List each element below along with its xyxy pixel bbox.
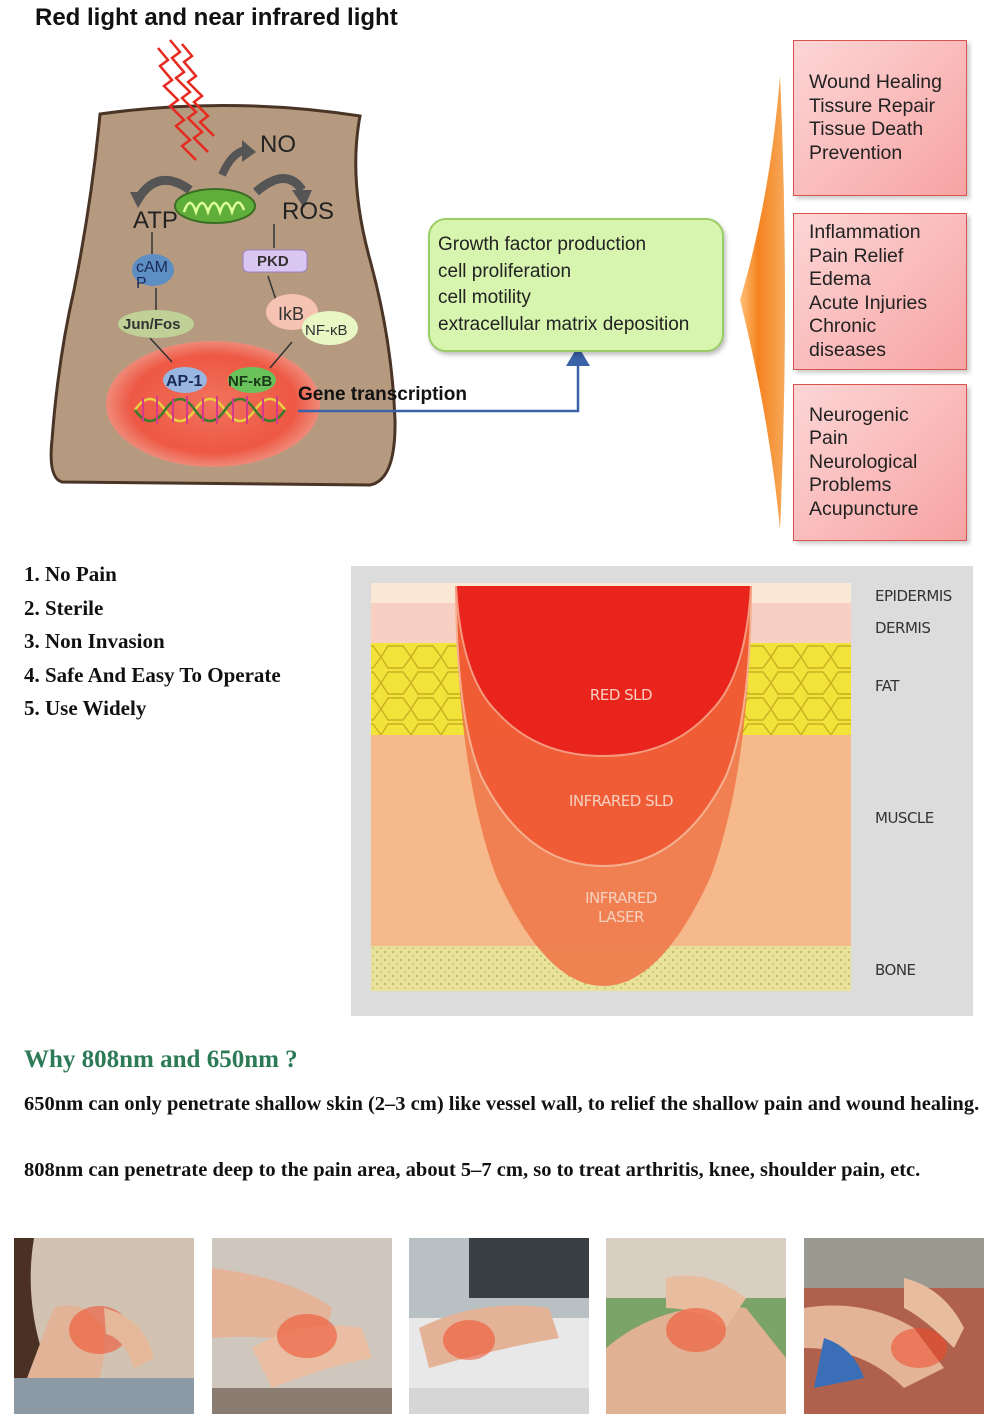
effect-line: Chronic — [809, 315, 877, 337]
effect-line: Prevention — [809, 141, 903, 164]
nfkb-label: NF-κB — [305, 322, 348, 339]
feature-item: 5. Use Widely — [24, 696, 147, 720]
red-sld-beam — [456, 586, 751, 756]
effect-line: diseases — [809, 338, 886, 361]
knee-pain-photo — [606, 1238, 786, 1414]
effect-line: Problems — [809, 474, 892, 497]
camp-node — [132, 254, 174, 286]
ankle-pain-photo — [804, 1238, 984, 1414]
junfos-label: Jun/Fos — [123, 316, 181, 333]
dna-helix-icon — [133, 396, 287, 424]
growth-line: extracellular matrix deposition — [438, 313, 690, 335]
why-heading: Why 808nm and 650nm ? — [24, 1046, 298, 1073]
mitochondrion-icon — [174, 188, 256, 224]
nfkb2-label: NF-κB — [228, 373, 272, 390]
atp-label: ATP — [133, 207, 178, 234]
paragraph-650nm: 650nm can only penetrate shallow skin (2… — [24, 1093, 980, 1115]
pkd-node — [242, 249, 308, 273]
dermis-label: DERMIS — [875, 619, 931, 637]
epidermis-label: EPIDERMIS — [875, 587, 952, 605]
growth-line: Growth factor production — [438, 234, 647, 255]
ap1-node — [163, 367, 207, 393]
effect-line: Pain Relief — [809, 244, 904, 267]
paragraph-808nm: 808nm can penetrate deep to the pain are… — [24, 1159, 921, 1181]
effects-wedge — [740, 76, 785, 530]
gene-connector-arrow — [298, 360, 580, 413]
effect-box-wound: Wound Healing Tissure Repair Tissue Deat… — [793, 40, 967, 196]
effect-line: Edema — [809, 268, 871, 290]
gene-transcription-label: Gene transcription — [298, 384, 467, 405]
neck-pain-photo — [14, 1238, 194, 1414]
effect-line: Neurological — [809, 450, 918, 473]
ros-label: ROS — [282, 198, 334, 225]
infrared-sld-label: INFRARED SLD — [569, 792, 674, 810]
arrow-to-atp — [136, 175, 193, 199]
effect-box-inflammation: Inflammation Pain Relief Edema Acute Inj… — [793, 213, 967, 370]
effect-line: Wound Healing — [809, 71, 942, 93]
effect-line: Tissue Death — [809, 118, 924, 140]
infrared-laser-label: INFRARED — [585, 889, 657, 907]
nucleus — [106, 341, 320, 467]
effect-line: Pain — [809, 427, 849, 450]
effect-box-neurogenic: Neurogenic Pain Neurological Problems Ac… — [793, 384, 967, 541]
pkd-label: PKD — [257, 253, 289, 270]
nfkb-node — [302, 311, 358, 345]
infrared-laser-label: LASER — [598, 908, 644, 926]
arrow-to-ros — [253, 174, 306, 196]
muscle-label: MUSCLE — [875, 809, 934, 827]
wrist-pain-photo — [212, 1238, 392, 1414]
hand-keyboard-photo — [409, 1238, 589, 1414]
effect-line: Tissure Repair — [809, 94, 936, 117]
effect-line: Inflammation — [809, 221, 921, 243]
effect-line: Neurogenic — [809, 403, 909, 426]
no-label: NO — [260, 131, 296, 158]
red-sld-label: RED SLD — [589, 686, 653, 704]
ap1-label: AP-1 — [166, 373, 203, 390]
fat-label: FAT — [875, 677, 900, 695]
ikb-label: IkB — [278, 304, 304, 324]
feature-item: 4. Safe And Easy To Operate — [24, 662, 281, 687]
nfkb2-node — [228, 367, 276, 393]
feature-item: 2. Sterile — [24, 595, 104, 620]
feature-item: 1. No Pain — [24, 562, 117, 586]
growth-factor-box: Growth factor production cell proliferat… — [428, 218, 724, 352]
effect-line: Acute Injuries — [809, 291, 928, 314]
page-title: Red light and near infrared light — [35, 4, 398, 31]
effect-line: Acupuncture — [809, 497, 919, 520]
growth-line: cell motility — [438, 287, 531, 308]
skin-penetration-diagram: EPIDERMIS DERMIS FAT MUSCLE BONE RED SLD… — [351, 566, 973, 1016]
bone-label: BONE — [875, 961, 916, 979]
light-rays-icon — [157, 39, 215, 161]
junfos-node — [118, 310, 194, 338]
growth-line: cell proliferation — [438, 260, 572, 282]
features-list: 1. No Pain 2. Sterile 3. Non Invasion 4.… — [24, 562, 281, 730]
feature-item: 3. Non Invasion — [24, 629, 165, 653]
